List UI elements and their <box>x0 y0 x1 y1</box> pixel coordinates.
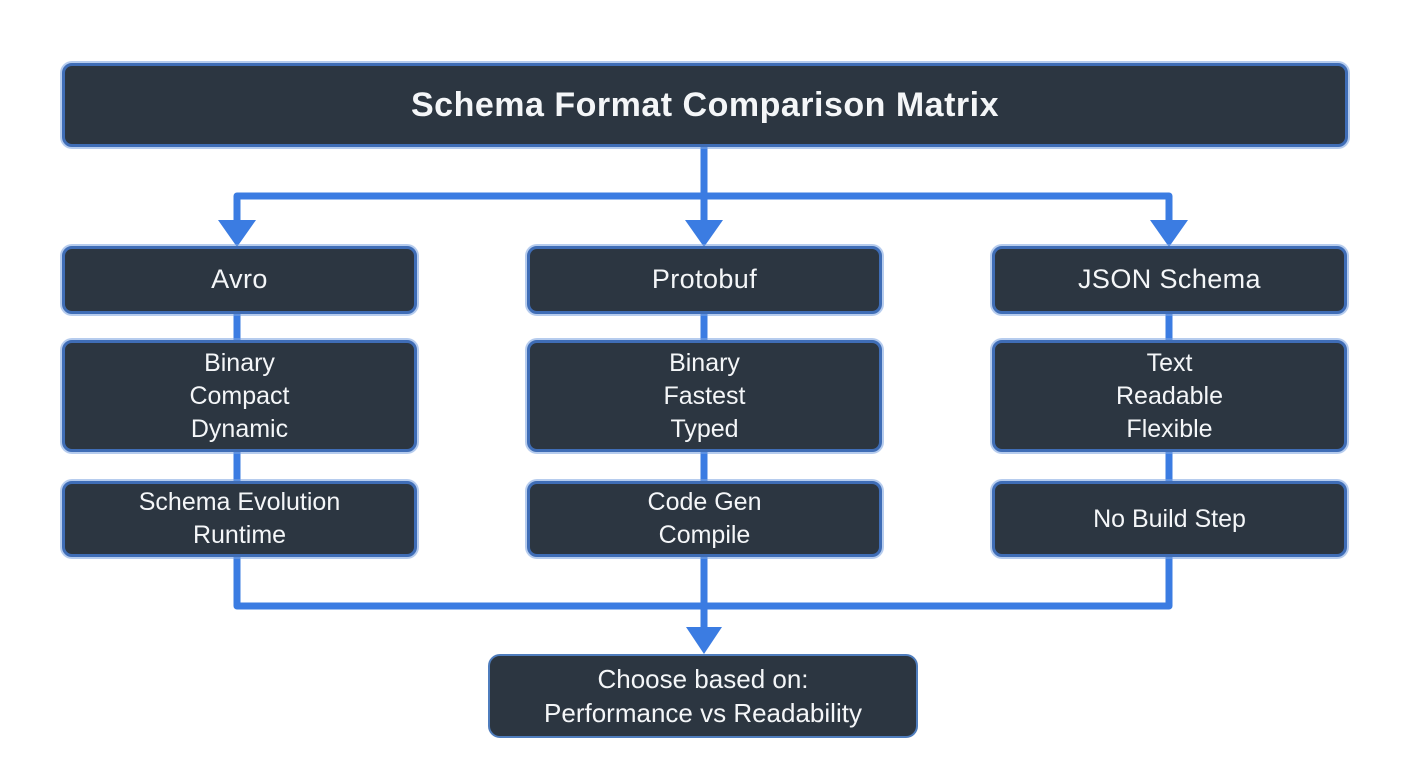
connector-top-branch-bar <box>233 192 1173 221</box>
conclusion-node: Choose based on: Performance vs Readabil… <box>488 654 918 738</box>
avro-features-node: Binary Compact Dynamic <box>62 340 417 452</box>
feature-item: Fastest <box>663 381 746 410</box>
feature-item: Text <box>1146 348 1193 377</box>
note-item: Compile <box>658 521 751 549</box>
feature-item: Typed <box>670 414 739 443</box>
note-item: Code Gen <box>647 488 762 516</box>
note-item: Runtime <box>192 521 287 549</box>
arrow-down-protobuf-icon <box>685 220 723 247</box>
arrow-down-avro-icon <box>218 220 256 247</box>
feature-item: Readable <box>1115 381 1224 410</box>
diagram-title: Schema Format Comparison Matrix <box>411 85 999 124</box>
feature-item: Binary <box>669 348 740 377</box>
note-item: No Build Step <box>1093 504 1246 533</box>
conclusion-line: Choose based on: <box>597 663 809 694</box>
feature-item: Dynamic <box>190 414 289 443</box>
protobuf-features-node: Binary Fastest Typed <box>527 340 882 452</box>
arrow-down-conclusion-icon <box>686 627 722 654</box>
arrow-down-json-schema-icon <box>1150 220 1188 247</box>
column-header-json-schema: JSON Schema <box>992 246 1347 314</box>
feature-item: Binary <box>204 348 275 377</box>
column-header-protobuf: Protobuf <box>527 246 882 314</box>
protobuf-notes-node: Code Gen Compile <box>527 481 882 557</box>
note-item: Schema Evolution <box>138 488 341 516</box>
json-schema-notes-node: No Build Step <box>992 481 1347 557</box>
json-schema-features-node: Text Readable Flexible <box>992 340 1347 452</box>
column-header-label: Protobuf <box>651 264 758 295</box>
avro-notes-node: Schema Evolution Runtime <box>62 481 417 557</box>
column-header-label: JSON Schema <box>1078 264 1261 295</box>
feature-item: Flexible <box>1126 414 1213 443</box>
feature-item: Compact <box>189 381 290 410</box>
column-header-label: Avro <box>211 264 268 295</box>
column-header-avro: Avro <box>62 246 417 314</box>
diagram-title-node: Schema Format Comparison Matrix <box>62 63 1348 147</box>
conclusion-line: Performance vs Readability <box>544 698 862 728</box>
